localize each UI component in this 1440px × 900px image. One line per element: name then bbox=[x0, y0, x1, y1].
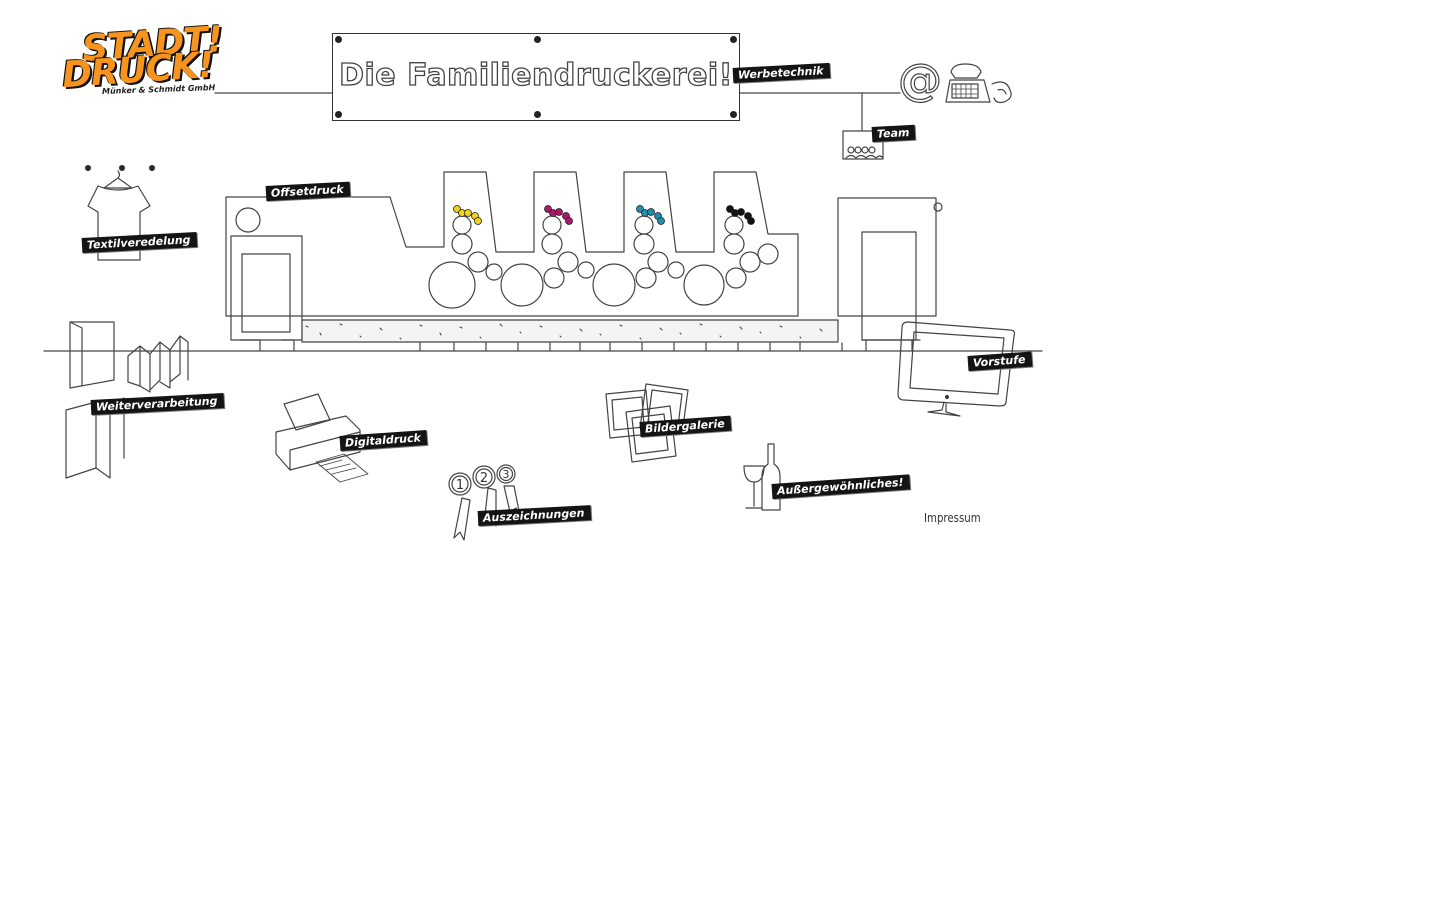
magenta-ink-dots bbox=[544, 205, 573, 225]
stadtdruck-logo[interactable]: STADT! DRUCK! Münker & Schmidt GmbH bbox=[61, 19, 232, 100]
email-at-icon[interactable]: @ bbox=[897, 55, 942, 106]
medal-number: 1 bbox=[456, 478, 464, 493]
banner-title: Die Familiendruckerei! bbox=[338, 57, 733, 93]
telephone-icon bbox=[945, 63, 1012, 104]
banner-pin bbox=[730, 111, 737, 118]
nav-team[interactable]: Team bbox=[871, 124, 916, 142]
headline-banner: Die Familiendruckerei! bbox=[332, 33, 740, 121]
folded-brochures-icon bbox=[65, 321, 189, 479]
offset-press-drawing bbox=[225, 171, 943, 351]
banner-pin bbox=[534, 111, 541, 118]
monitor-icon bbox=[897, 321, 1016, 417]
banner-pin bbox=[534, 36, 541, 43]
medal-number: 2 bbox=[480, 471, 488, 486]
banner-pin bbox=[335, 111, 342, 118]
banner-pin bbox=[335, 36, 342, 43]
cyan-ink-dots bbox=[636, 205, 665, 225]
wine-bottle-and-glass-icon bbox=[743, 443, 781, 511]
team-picture-icon bbox=[842, 130, 884, 160]
impressum-link[interactable]: Impressum bbox=[924, 511, 981, 525]
banner-pin bbox=[730, 36, 737, 43]
printer-icon bbox=[275, 393, 369, 483]
black-ink-dots bbox=[726, 205, 755, 225]
medal-number: 3 bbox=[503, 468, 510, 481]
award-medals-icon: 1 2 3 bbox=[448, 464, 521, 541]
yellow-ink-dots bbox=[453, 205, 482, 225]
